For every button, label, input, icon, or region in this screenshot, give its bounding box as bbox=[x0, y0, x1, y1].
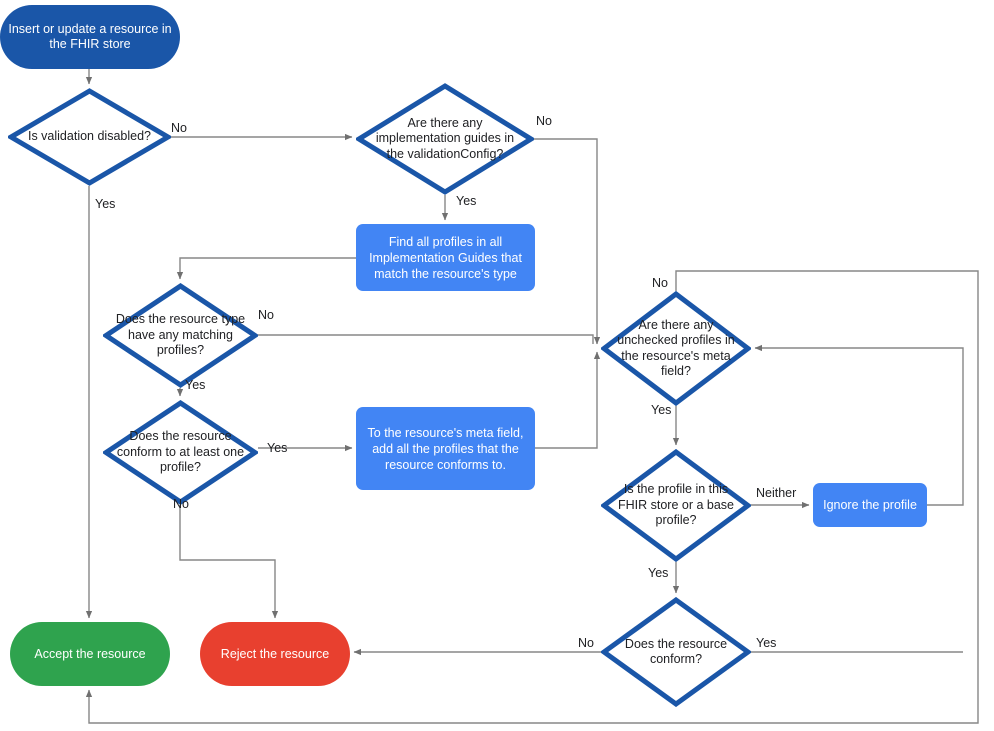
node-find-all-profiles[interactable]: Find all profiles in all Implementation … bbox=[356, 224, 535, 291]
node-reject-the-resource-label: Reject the resource bbox=[220, 646, 330, 661]
node-ignore-the-profile-label: Ignore the profile bbox=[823, 498, 917, 512]
diamond-shape bbox=[103, 283, 258, 388]
node-accept-the-resource-label: Accept the resource bbox=[34, 646, 146, 661]
edge-ignore-to-unchecked bbox=[754, 344, 964, 506]
edge-label-matching-yes: Yes bbox=[185, 378, 206, 392]
edge-label-guides-no: No bbox=[536, 114, 552, 128]
node-resource-type-matching-profiles[interactable]: Does the resource type have any matching… bbox=[103, 283, 258, 388]
edge-label-conform-no: No bbox=[578, 636, 594, 650]
edge-label-conformone-no: No bbox=[173, 497, 189, 511]
node-does-resource-conform[interactable]: Does the resource conform? bbox=[601, 597, 751, 707]
edge-label-conformone-yes: Yes bbox=[267, 441, 288, 455]
node-does-resource-conform-label: Does the resource conform? bbox=[624, 636, 728, 667]
edge-addmeta-to-unchecked bbox=[535, 351, 601, 449]
node-profile-in-store-or-base-label: Is the profile in this FHIR store or a b… bbox=[617, 482, 734, 528]
node-are-there-implementation-guides-label: Are there any implementation guides in t… bbox=[375, 115, 515, 161]
diamond-shape bbox=[8, 88, 171, 186]
node-is-validation-disabled[interactable]: Is validation disabled? bbox=[8, 88, 171, 186]
diamond-shape bbox=[601, 291, 751, 406]
node-is-validation-disabled-label: Is validation disabled? bbox=[27, 129, 151, 144]
edge-label-basestore-yes: Yes bbox=[648, 566, 669, 580]
node-find-all-profiles-label: Find all profiles in all Implementation … bbox=[369, 234, 522, 281]
edge-find-to-matching bbox=[176, 257, 356, 280]
edge-label-unchecked-yes: Yes bbox=[651, 403, 672, 417]
edge-conform1-no-to-reject bbox=[179, 505, 279, 619]
node-accept-the-resource[interactable]: Accept the resource bbox=[10, 622, 170, 686]
diamond-shape bbox=[356, 83, 534, 195]
node-start[interactable]: Insert or update a resource in the FHIR … bbox=[0, 5, 180, 69]
node-conform-to-one-profile[interactable]: Does the resource conform to at least on… bbox=[103, 400, 258, 505]
node-start-label: Insert or update a resource in the FHIR … bbox=[8, 22, 172, 51]
edge-label-validation-no: No bbox=[171, 121, 187, 135]
edge-label-validation-yes: Yes bbox=[95, 197, 116, 211]
node-resource-type-matching-profiles-label: Does the resource type have any matching… bbox=[115, 312, 246, 358]
node-are-there-implementation-guides[interactable]: Are there any implementation guides in t… bbox=[356, 83, 534, 195]
node-unchecked-profiles-in-meta[interactable]: Are there any unchecked profiles in the … bbox=[601, 291, 751, 406]
edge-guides-no-to-unchecked bbox=[534, 138, 601, 345]
diamond-shape bbox=[103, 400, 258, 505]
node-add-profiles-to-meta[interactable]: To the resource's meta field, add all th… bbox=[356, 407, 535, 490]
edge-matching-no-to-unchecked bbox=[258, 334, 594, 344]
diamond-shape bbox=[601, 449, 751, 562]
edge-label-unchecked-no: No bbox=[652, 276, 668, 290]
node-profile-in-store-or-base[interactable]: Is the profile in this FHIR store or a b… bbox=[601, 449, 751, 562]
node-add-profiles-to-meta-label: To the resource's meta field, add all th… bbox=[367, 425, 524, 472]
node-unchecked-profiles-in-meta-label: Are there any unchecked profiles in the … bbox=[617, 317, 735, 379]
diamond-shape bbox=[601, 597, 751, 707]
edge-label-basestore-neither: Neither bbox=[756, 486, 797, 500]
edge-label-matching-no: No bbox=[258, 308, 274, 322]
node-ignore-the-profile[interactable]: Ignore the profile bbox=[813, 483, 927, 527]
edge-label-conform-yes: Yes bbox=[756, 636, 777, 650]
node-conform-to-one-profile-label: Does the resource conform to at least on… bbox=[116, 429, 245, 475]
node-reject-the-resource[interactable]: Reject the resource bbox=[200, 622, 350, 686]
edge-label-guides-yes: Yes bbox=[456, 194, 477, 208]
